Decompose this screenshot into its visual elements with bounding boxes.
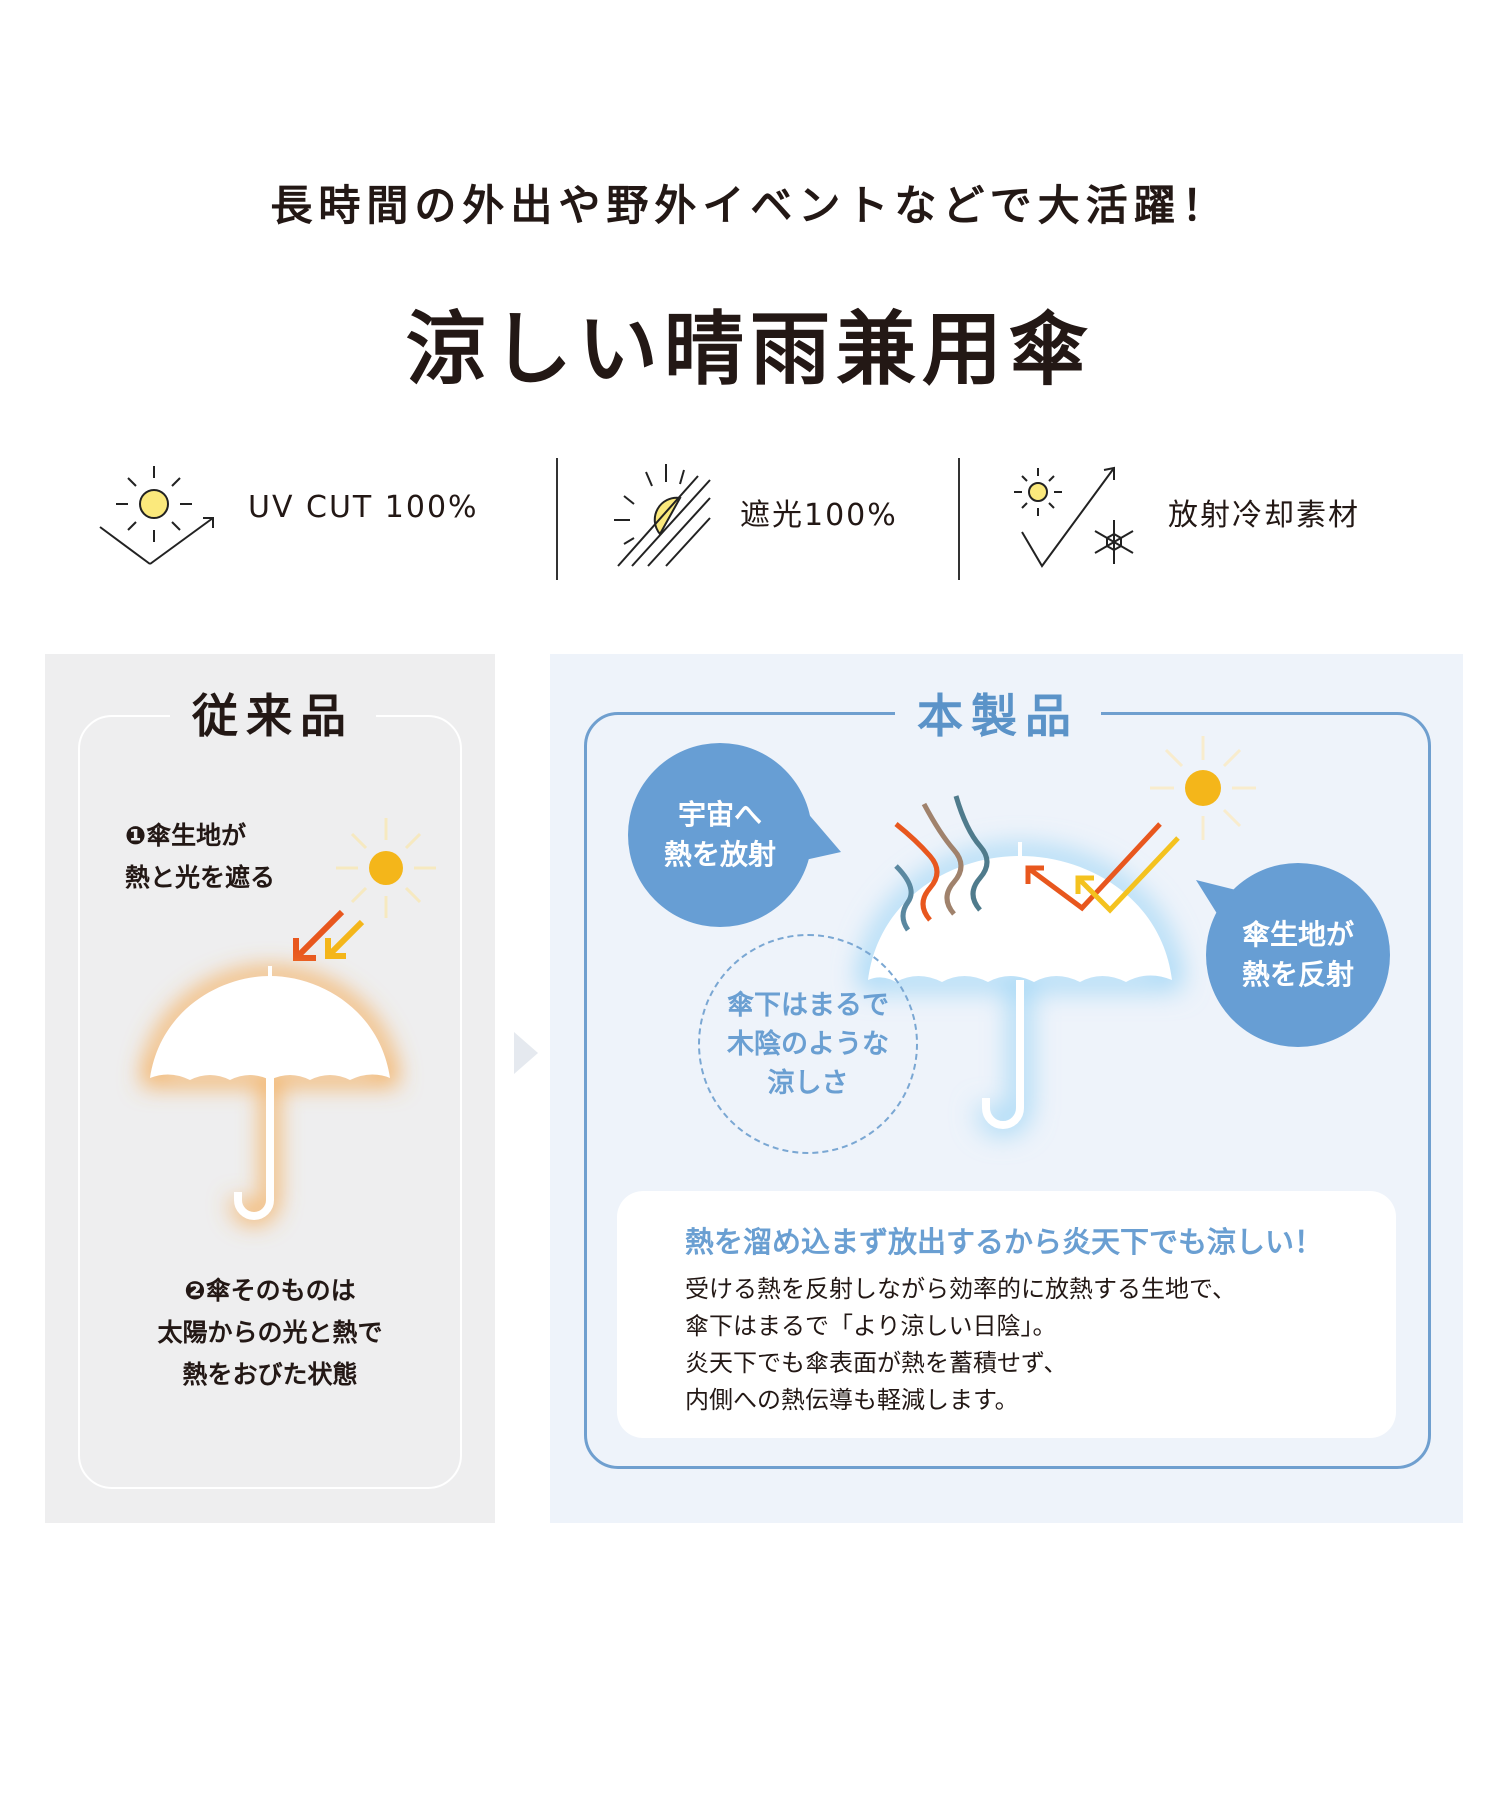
description-line: 受ける熱を反射しながら効率的に放熱する生地で、 <box>685 1275 1237 1303</box>
sun-icon <box>1150 736 1256 840</box>
bubble-reflect: 傘生地が熱を反射 <box>1206 863 1390 1047</box>
conventional-note-2: ❷傘そのものは太陽からの光と熱で熱をおびた状態 <box>78 1270 462 1396</box>
description-line: 炎天下でも傘表面が熱を蓄積せず、 <box>685 1349 1068 1377</box>
description-line: 内側への熱伝導も軽減します。 <box>685 1386 1019 1414</box>
bubble-line: 涼しさ <box>767 1067 849 1099</box>
description-box: 熱を溜め込まず放出するから炎天下でも涼しい！ 受ける熱を反射しながら効率的に放熱… <box>617 1191 1396 1438</box>
note-line: 太陽からの光と熱で <box>157 1318 383 1347</box>
bubble-line: 木陰のような <box>727 1028 889 1060</box>
chevron-right-icon <box>514 1032 538 1074</box>
note-line: 熱と光を遮る <box>125 863 276 892</box>
sun-icon <box>336 818 436 918</box>
note-line: ❶傘生地が <box>125 821 247 850</box>
feature-shade: 遮光100% <box>740 498 898 533</box>
divider <box>958 458 960 580</box>
sun-shade-icon <box>614 464 711 567</box>
product-heading: 本製品 <box>895 680 1101 746</box>
bubble-space-radiation: 宇宙へ熱を放射 <box>628 743 812 927</box>
divider <box>556 458 558 580</box>
bubble-line: 熱を放射 <box>663 838 776 871</box>
feature-uv-cut: UV CUT 100% <box>248 490 479 525</box>
note-line: 熱をおびた状態 <box>182 1360 358 1389</box>
radiative-cooling-icon <box>1014 466 1134 568</box>
sun-reflect-icon <box>99 466 214 565</box>
heat-arrows <box>293 909 365 961</box>
bubble-tail <box>1196 880 1236 928</box>
bubble-line: 傘生地が <box>1241 918 1354 951</box>
radiation-arrows <box>894 795 990 932</box>
subtitle: 長時間の外出や野外イベントなどで大活躍！ <box>270 181 1230 230</box>
bubble-tail <box>805 810 841 860</box>
cool-umbrella-illustration <box>858 736 1256 1133</box>
reflect-arrows <box>1025 822 1180 914</box>
note-line: ❷傘そのものは <box>184 1276 356 1305</box>
bubble-line: 熱を反射 <box>1241 958 1354 991</box>
bubble-line: 傘下はまるで <box>727 989 889 1021</box>
description-line: 傘下はまるで「より涼しい日陰」。 <box>685 1312 1057 1340</box>
conventional-note-1: ❶傘生地が熱と光を遮る <box>125 815 275 899</box>
page-title: 涼しい晴雨兼用傘 <box>406 303 1094 396</box>
bubble-shade: 傘下はまるで木陰のような涼しさ <box>698 934 918 1154</box>
feature-cooling: 放射冷却素材 <box>1168 498 1360 533</box>
description-heading: 熱を溜め込まず放出するから炎天下でも涼しい！ <box>685 1225 1324 1259</box>
hot-umbrella-illustration <box>141 818 436 1223</box>
bubble-line: 宇宙へ <box>677 798 762 831</box>
conventional-heading: 従来品 <box>170 680 376 746</box>
